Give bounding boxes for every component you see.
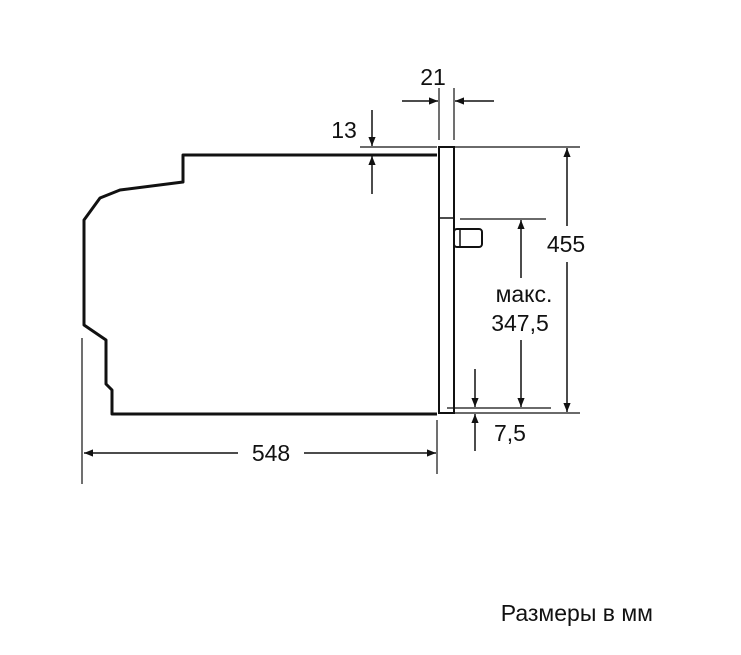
handle-knob — [453, 228, 483, 248]
bottom-offset-label: 7,5 — [494, 420, 526, 446]
max-height-label: 347,5 — [491, 310, 549, 336]
max-label: макс. — [496, 281, 553, 307]
total-height-label: 455 — [547, 231, 585, 257]
panel-thickness-label: 21 — [420, 64, 446, 90]
oven-front-panel — [438, 146, 455, 414]
units-caption: Размеры в мм — [501, 600, 653, 626]
oven-body-outline — [82, 153, 437, 416]
depth-label: 548 — [252, 440, 290, 466]
top-offset-label: 13 — [331, 117, 357, 143]
